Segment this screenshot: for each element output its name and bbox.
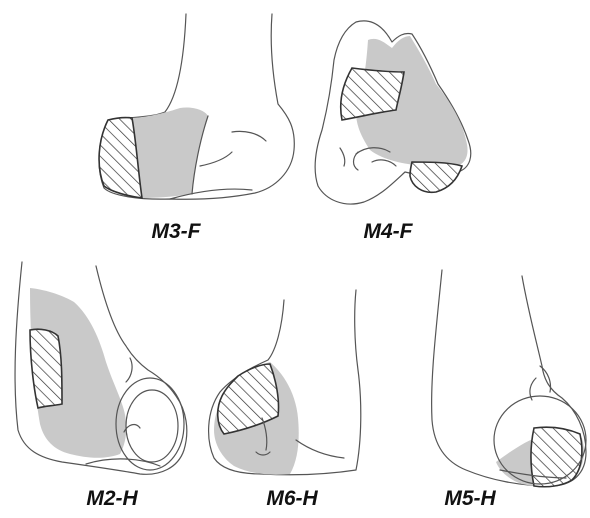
- panel-m4f: M4-F: [315, 21, 471, 243]
- m3f-label: M3-F: [152, 220, 202, 243]
- m4f-hatched-region-lower: [410, 162, 462, 192]
- m2h-label: M2-H: [86, 487, 138, 510]
- panel-m2h: M2-H: [15, 262, 187, 510]
- panel-m3f: M3-F: [99, 14, 294, 243]
- panel-m5h: M5-H: [432, 270, 586, 510]
- m4f-label: M4-F: [364, 220, 414, 243]
- panel-m6h: M6-H: [209, 290, 361, 510]
- m6h-label: M6-H: [266, 487, 318, 510]
- m5h-label: M5-H: [444, 487, 496, 510]
